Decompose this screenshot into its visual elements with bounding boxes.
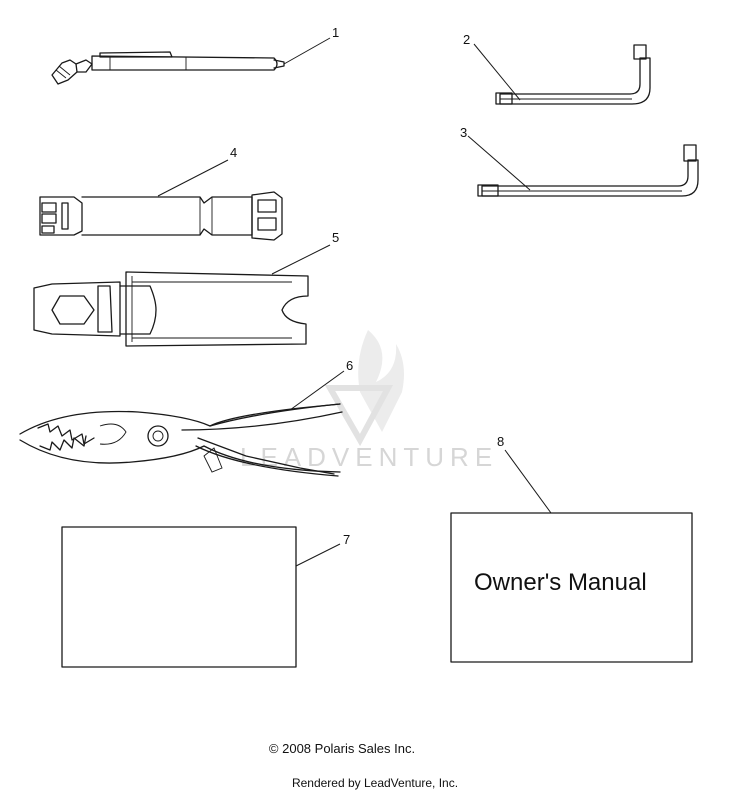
callout-2: 2 xyxy=(463,32,470,47)
callout-8: 8 xyxy=(497,434,504,449)
rendered-by-credit: Rendered by LeadVenture, Inc. xyxy=(291,776,459,790)
callout-6: 6 xyxy=(346,358,353,373)
owners-manual-title: Owner's Manual xyxy=(474,569,647,596)
combination-wrench xyxy=(33,271,309,347)
copyright-notice: © 2008 Polaris Sales Inc. xyxy=(268,741,416,756)
callout-numbers: 1 2 3 4 5 6 7 8 xyxy=(230,25,504,547)
callout-leaders xyxy=(157,37,552,567)
tire-pressure-gauge xyxy=(51,51,285,85)
callout-5: 5 xyxy=(332,230,339,245)
document-sheet xyxy=(61,526,297,668)
hex-key-long xyxy=(477,144,699,197)
spark-plug-socket xyxy=(39,191,283,241)
callout-4: 4 xyxy=(230,145,237,160)
callout-1: 1 xyxy=(332,25,339,40)
leadventure-watermark: LEADVENTURE xyxy=(240,330,498,472)
slip-joint-pliers xyxy=(19,403,343,477)
owners-manual: Owner's Manual xyxy=(450,512,693,663)
callout-7: 7 xyxy=(343,532,350,547)
callout-3: 3 xyxy=(460,125,467,140)
hex-key-short xyxy=(495,44,651,105)
watermark-text: LEADVENTURE xyxy=(240,442,498,472)
